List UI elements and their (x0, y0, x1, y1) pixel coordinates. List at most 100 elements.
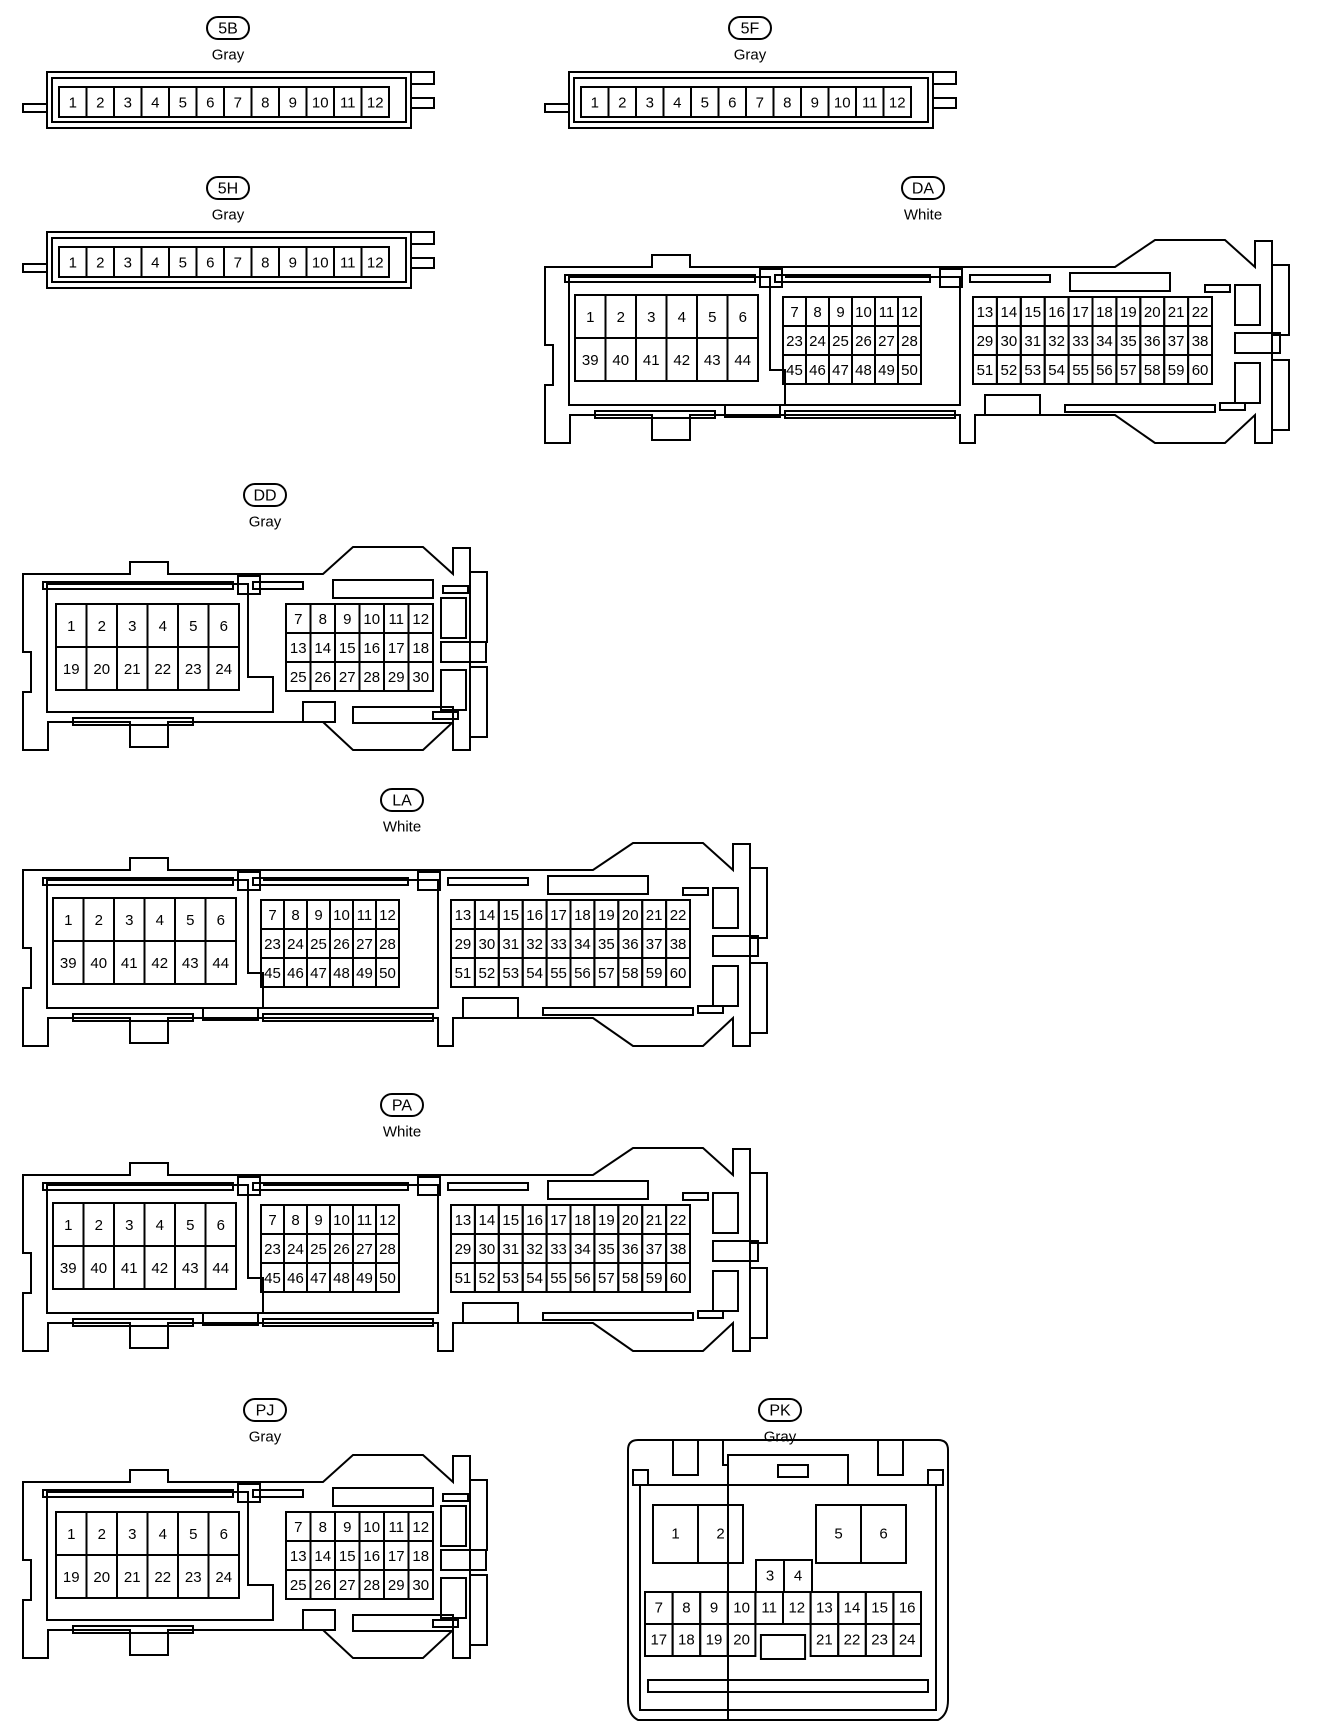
slot (252, 877, 409, 886)
slot (1064, 404, 1216, 413)
pin-label: 23 (786, 333, 803, 350)
pin-label: 32 (526, 1241, 543, 1258)
pin-label: 19 (598, 1212, 615, 1229)
pin-label: 12 (412, 1519, 429, 1536)
pin-label: 4 (159, 618, 167, 635)
connector-code-badge (206, 176, 250, 200)
inner-frame (46, 583, 274, 713)
pin-label: 11 (357, 1212, 373, 1229)
pin-label: 5 (834, 1526, 842, 1543)
pin-label: 2 (617, 309, 625, 326)
pin-label: 52 (479, 965, 496, 982)
pin-label: 37 (646, 1241, 663, 1258)
inner-frame (263, 1184, 439, 1314)
pin-cell (697, 1504, 744, 1564)
pin-label: 30 (479, 936, 496, 953)
pin-label: 1 (586, 309, 594, 326)
pin-label: 38 (670, 936, 687, 953)
connector-code: 5H (218, 181, 238, 198)
pin-label: 7 (268, 1212, 276, 1229)
slot (447, 877, 529, 886)
connector-code: PJ (256, 1403, 275, 1420)
pin-label: 7 (294, 611, 302, 628)
connector-color: Gray (212, 207, 245, 224)
pin-label: 13 (977, 304, 994, 321)
center-key (759, 1634, 807, 1660)
pin-label: 10 (312, 95, 329, 112)
pin-label: 8 (261, 255, 269, 272)
connector-code-badge (243, 1398, 287, 1422)
pin-label: 44 (734, 352, 751, 369)
pin-label: 28 (379, 1241, 396, 1258)
latch-tab (410, 71, 435, 85)
pin-label: 24 (809, 333, 826, 350)
latch-tab (1271, 359, 1290, 431)
pin-label: 6 (217, 1217, 225, 1234)
slot (237, 1176, 261, 1196)
latch-tab (469, 1574, 488, 1646)
slot (724, 404, 781, 418)
pin-label: 21 (124, 661, 141, 678)
slot (647, 1679, 929, 1693)
pin-label: 2 (98, 618, 106, 635)
pin-label: 24 (287, 1241, 304, 1258)
connector-color: Gray (249, 1429, 282, 1446)
pin-label: 52 (1001, 362, 1018, 379)
slot (712, 965, 739, 1007)
slot (697, 1310, 724, 1319)
pin-label: 43 (182, 955, 199, 972)
pin-label: 3 (647, 309, 655, 326)
slot (712, 1192, 739, 1234)
pin-label: 5 (179, 95, 187, 112)
inner-frame (573, 77, 929, 123)
pin-label: 34 (574, 1241, 591, 1258)
pin-label: 17 (550, 907, 567, 924)
top-key (727, 1454, 849, 1486)
slot (352, 1614, 454, 1632)
pin-label: 30 (412, 1577, 429, 1594)
pin-label: 26 (333, 936, 350, 953)
pin-label: 42 (151, 955, 168, 972)
slot (447, 1182, 529, 1191)
pin-label: 19 (598, 907, 615, 924)
pin-label: 23 (185, 1569, 202, 1586)
slot (547, 1180, 649, 1200)
pin-label: 14 (479, 907, 496, 924)
pin-label: 22 (670, 907, 687, 924)
slot (202, 1312, 259, 1326)
pin-label: 34 (1096, 333, 1113, 350)
pin-label: 5 (701, 95, 709, 112)
pin-label: 7 (790, 304, 798, 321)
pin-label: 35 (598, 936, 615, 953)
pin-label: 50 (379, 1270, 396, 1287)
slot (462, 997, 519, 1019)
slot (252, 1489, 304, 1498)
pin-cell (204, 1245, 237, 1290)
slot (927, 1469, 944, 1486)
pin-label: 7 (234, 255, 242, 272)
slot (42, 1182, 234, 1191)
housing-outline (544, 239, 1273, 444)
inner-frame (46, 1491, 274, 1621)
pin-cell (1187, 354, 1213, 385)
slot (202, 1007, 259, 1021)
pin-label: 42 (151, 1260, 168, 1277)
pin-label: 12 (379, 907, 396, 924)
slot (42, 581, 234, 590)
pin-label: 29 (977, 333, 994, 350)
pin-label: 33 (550, 1241, 567, 1258)
pin-label: 30 (1001, 333, 1018, 350)
pin-label: 24 (287, 936, 304, 953)
pin-cell (665, 957, 691, 988)
connector-color: Gray (249, 514, 282, 531)
pin-label: 50 (379, 965, 396, 982)
pin-label: 38 (670, 1241, 687, 1258)
slot (759, 268, 783, 288)
pin-label: 11 (761, 1600, 777, 1617)
pin-label: 22 (1192, 304, 1209, 321)
pin-label: 53 (502, 965, 519, 982)
